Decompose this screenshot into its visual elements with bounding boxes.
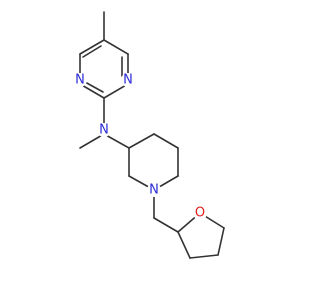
bond-n3-c2 [79, 83, 105, 99]
atom-amine-n: N [97, 123, 111, 138]
atom-pyrimidine-n-lower: N [121, 73, 135, 88]
bond-thf-c4-c3 [189, 254, 219, 259]
bond-ch2-thf-c2 [153, 217, 179, 233]
bond-amine-n-methyl [79, 133, 105, 149]
bond-c6-c5 [103, 39, 129, 55]
svg-text:N: N [149, 183, 159, 198]
svg-text:N: N [99, 123, 109, 138]
bond-c5-c4 [79, 39, 105, 55]
bond-c4p-c5p [153, 133, 179, 149]
molecule-diagram: N N N N O [73, 11, 225, 259]
bond-thf-c5-c4 [217, 227, 225, 256]
bond-n3-c2-double [84, 81, 104, 93]
atom-piperidine-n: N [147, 183, 161, 198]
bond-c3-c4p [128, 133, 155, 149]
svg-text:N: N [123, 73, 133, 88]
svg-text:N: N [75, 73, 85, 88]
bond-c2-n1 [103, 83, 129, 99]
bond-c5-c4-double [82, 45, 102, 58]
atom-thf-oxygen: O [193, 206, 207, 221]
bond-thf-c3-c2 [177, 231, 191, 259]
svg-text:O: O [195, 206, 205, 221]
bond-amine-n-c3 [103, 133, 130, 149]
structure-drawing: N N N N O [73, 11, 225, 259]
atom-pyrimidine-n-upper: N [73, 73, 87, 88]
